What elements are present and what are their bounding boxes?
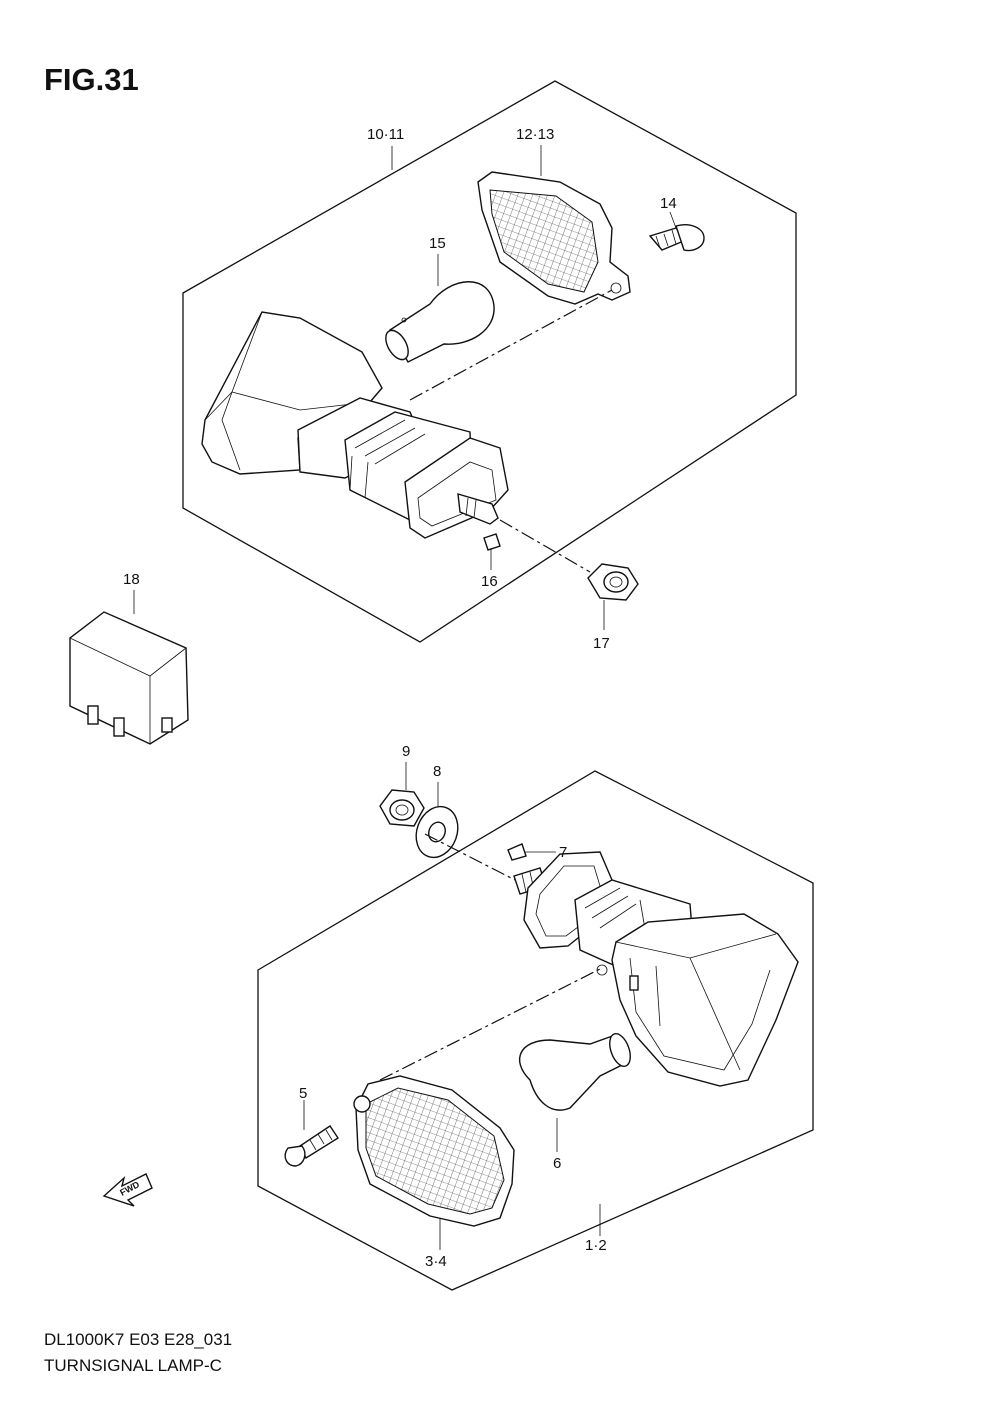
- pin-7: [507, 843, 527, 861]
- callout-8: 8: [433, 763, 441, 780]
- callout-7: 7: [559, 844, 567, 861]
- callout-15: 15: [429, 235, 446, 252]
- relay-18: [69, 611, 189, 745]
- callout-18: 18: [123, 571, 140, 588]
- upper-axis-line: [499, 519, 591, 573]
- screw-14: [648, 224, 705, 252]
- bulb-6: [518, 1033, 631, 1111]
- nut-17: [587, 563, 639, 601]
- upper-lens: [477, 171, 631, 305]
- diagram-name: TURNSIGNAL LAMP-C: [44, 1356, 222, 1375]
- screw-5: [284, 1125, 339, 1167]
- bulb-15: [385, 281, 495, 363]
- nut-9: [379, 789, 425, 827]
- upper-lamp-housing: [201, 311, 509, 539]
- callout-5: 5: [299, 1085, 307, 1102]
- callout-1-2: 1·2: [585, 1237, 607, 1254]
- washer-8: [415, 805, 459, 859]
- lower-lamp-housing: [513, 851, 799, 1087]
- callout-3-4: 3·4: [425, 1253, 447, 1270]
- callout-12-13: 12·13: [516, 126, 554, 143]
- pin-16: [483, 533, 501, 551]
- figure-title: FIG.31: [44, 62, 139, 97]
- callout-14: 14: [660, 195, 677, 212]
- callout-6: 6: [553, 1155, 561, 1172]
- lower-lens-axis-line: [379, 967, 603, 1081]
- diagram-code: DL1000K7 E03 E28_031: [44, 1330, 233, 1349]
- callout-17: 17: [593, 635, 610, 652]
- lower-assembly-frame: [257, 770, 814, 1291]
- lower-lens: [353, 1075, 515, 1227]
- upper-lens-axis-line: [409, 289, 613, 401]
- lower-stud-axis-line: [424, 833, 516, 881]
- leader-lines: [133, 145, 677, 1250]
- callout-9: 9: [402, 743, 410, 760]
- forward-direction-arrow: FWD: [102, 1173, 153, 1207]
- callout-10-11: 10·11: [367, 126, 404, 143]
- upper-assembly-frame: [182, 80, 797, 643]
- callout-16: 16: [481, 573, 498, 590]
